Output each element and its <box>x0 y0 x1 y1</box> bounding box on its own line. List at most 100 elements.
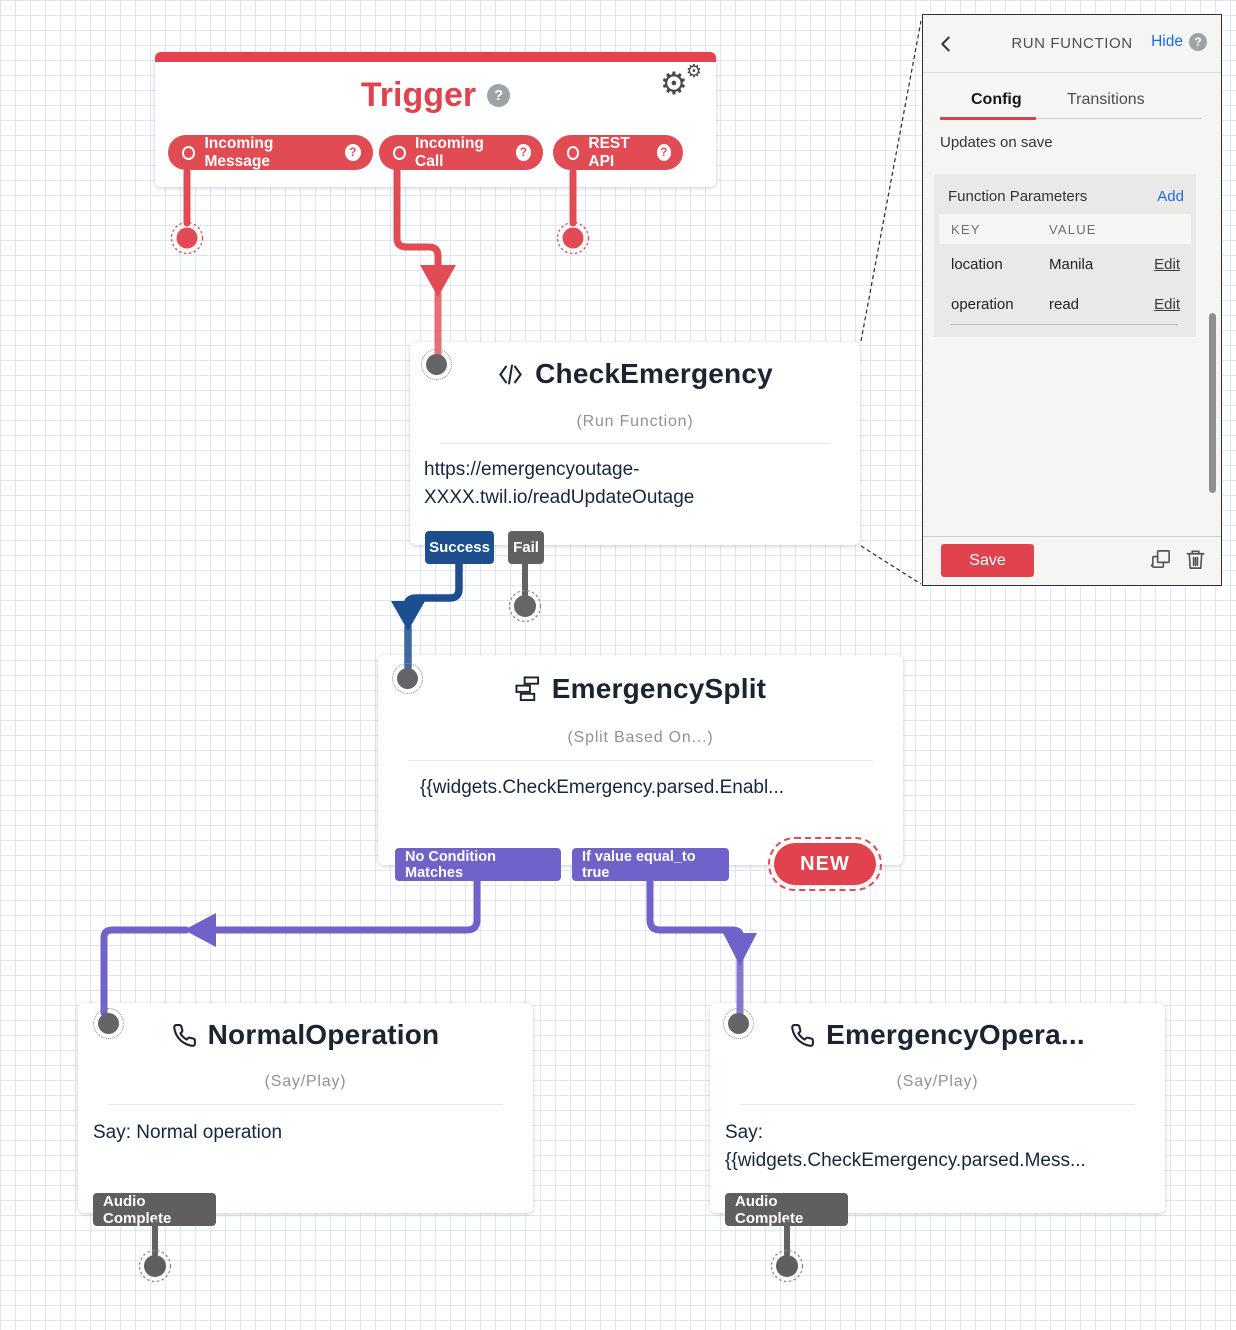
widget-entry-dot[interactable] <box>723 1008 754 1039</box>
widget-type-label: (Say/Play) <box>896 1073 979 1090</box>
widget-entry-dot[interactable] <box>392 663 423 694</box>
function-parameters-section: Function Parameters Add KEY VALUE locati… <box>934 174 1196 337</box>
widget-type-label: (Run Function) <box>576 413 694 430</box>
panel-header: RUN FUNCTION Hide ? <box>923 15 1221 73</box>
inspector-panel: RUN FUNCTION Hide ? Config Transitions U… <box>922 14 1222 586</box>
connector-ring-icon <box>182 145 196 160</box>
parameter-value: Manila <box>1049 256 1094 273</box>
trigger-event-incoming-message[interactable]: Incoming Message ? <box>168 135 373 170</box>
widget-type-label: (Split Based On...) <box>567 729 714 746</box>
new-transition-ring: NEW <box>768 837 882 891</box>
edit-parameter-link[interactable]: Edit <box>1154 296 1180 313</box>
save-button[interactable]: Save <box>941 544 1034 577</box>
tab-config[interactable]: Config <box>971 91 1022 108</box>
transition-label: Fail <box>513 539 539 556</box>
phone-icon <box>172 1023 196 1047</box>
help-icon[interactable]: ? <box>344 144 361 161</box>
connector-endpoint-dot[interactable] <box>144 1255 166 1277</box>
parameter-key: operation <box>951 296 1014 313</box>
divider <box>108 1104 503 1105</box>
trigger-widget[interactable]: Trigger ? ⚙⚙ Incoming Message ? Incoming… <box>155 52 716 187</box>
parameter-row: operation read Edit <box>934 296 1196 326</box>
transition-if-value-button[interactable]: If value equal_to true <box>572 848 729 881</box>
panel-tabs: Config Transitions <box>940 87 1202 120</box>
parameters-table-header: KEY VALUE <box>939 214 1191 244</box>
gears-icon[interactable]: ⚙⚙ <box>660 61 702 101</box>
column-value: VALUE <box>1049 222 1097 237</box>
transition-label: If value equal_to true <box>582 848 696 881</box>
divider <box>923 536 1221 537</box>
function-parameters-title: Function Parameters <box>948 188 1088 205</box>
help-icon[interactable]: ? <box>656 144 671 161</box>
connector-ring-icon <box>567 145 580 160</box>
transition-label: No Condition Matches <box>405 848 497 881</box>
trigger-event-incoming-call[interactable]: Incoming Call ? <box>379 135 543 170</box>
transition-label: Audio Complete <box>103 1192 172 1227</box>
back-chevron-icon[interactable] <box>935 33 957 55</box>
trigger-event-label: Incoming Message <box>204 134 274 170</box>
widget-title: EmergencySplit <box>551 673 767 704</box>
panel-callout-line <box>860 20 922 342</box>
connector-endpoint-dot[interactable] <box>776 1255 798 1277</box>
parameter-key: location <box>951 256 1003 273</box>
active-tab-underline <box>940 117 1036 120</box>
connector-endpoint-dot[interactable] <box>176 227 198 249</box>
tab-transitions[interactable]: Transitions <box>1067 91 1145 108</box>
save-label: Save <box>969 551 1006 569</box>
code-icon <box>499 363 522 385</box>
new-button[interactable]: NEW <box>774 843 876 885</box>
widget-body-line: {{widgets.CheckEmergency.parsed.Enabl... <box>420 777 785 798</box>
widget-title: NormalOperation <box>207 1019 440 1050</box>
widget-emergency-split[interactable]: EmergencySplit (Split Based On...) {{wid… <box>378 655 903 865</box>
edit-parameter-link[interactable]: Edit <box>1154 256 1180 273</box>
divider <box>440 443 830 444</box>
phone-icon <box>791 1023 815 1047</box>
widget-body-line: https://emergencyoutage- <box>424 459 640 480</box>
trigger-event-label: Incoming Call <box>415 134 484 170</box>
transition-label: Success <box>429 539 490 556</box>
transition-label: Audio Complete <box>735 1192 804 1227</box>
hide-label: Hide <box>1151 33 1183 50</box>
connector-ring-icon <box>393 145 407 160</box>
widget-title: CheckEmergency <box>535 358 773 389</box>
hide-panel-link[interactable]: Hide ? <box>1151 33 1207 51</box>
widget-body-line: {{widgets.CheckEmergency.parsed.Mess... <box>725 1150 1086 1171</box>
help-icon[interactable]: ? <box>1189 33 1207 51</box>
duplicate-icon[interactable] <box>1149 548 1172 571</box>
connector-endpoint-dot[interactable] <box>514 595 536 617</box>
panel-scrollbar[interactable] <box>1209 313 1216 493</box>
help-icon[interactable]: ? <box>515 144 531 161</box>
widget-emergency-operation[interactable]: EmergencyOpera... (Say/Play) Say: {{widg… <box>710 1003 1165 1213</box>
parameter-row: location Manila Edit <box>934 256 1196 286</box>
updates-status-text: Updates on save <box>940 134 1053 151</box>
widget-entry-dot[interactable] <box>421 349 452 380</box>
transition-audio-complete-button[interactable]: Audio Complete <box>725 1192 848 1227</box>
widget-title: EmergencyOpera... <box>826 1019 1085 1050</box>
column-key: KEY <box>951 222 981 237</box>
trigger-event-rest-api[interactable]: REST API ? <box>553 135 683 170</box>
widget-body-line: Say: Normal operation <box>93 1122 283 1143</box>
panel-title: RUN FUNCTION <box>1011 35 1133 52</box>
connector-endpoint-dot[interactable] <box>562 227 584 249</box>
split-icon <box>515 676 539 702</box>
trigger-event-label: REST API <box>588 134 630 170</box>
help-icon[interactable]: ? <box>487 84 511 107</box>
widget-body-line: XXXX.twil.io/readUpdateOutage <box>424 487 695 508</box>
panel-callout-line <box>860 545 922 585</box>
widget-entry-dot[interactable] <box>93 1008 124 1039</box>
transition-success-button[interactable]: Success <box>425 531 494 564</box>
trigger-title: Trigger <box>360 76 477 114</box>
divider <box>951 324 1178 325</box>
widget-normal-operation[interactable]: NormalOperation (Say/Play) Say: Normal o… <box>78 1003 533 1213</box>
trigger-accent-bar <box>155 52 716 62</box>
trash-icon[interactable] <box>1184 548 1207 571</box>
parameter-value: read <box>1049 296 1080 313</box>
widget-type-label: (Say/Play) <box>264 1073 347 1090</box>
divider <box>408 760 873 761</box>
add-parameter-link[interactable]: Add <box>1157 188 1184 205</box>
transition-fail-button[interactable]: Fail <box>508 531 544 564</box>
transition-no-condition-button[interactable]: No Condition Matches <box>395 848 561 881</box>
widget-check-emergency[interactable]: CheckEmergency (Run Function) https://em… <box>410 342 860 545</box>
transition-audio-complete-button[interactable]: Audio Complete <box>93 1192 216 1227</box>
